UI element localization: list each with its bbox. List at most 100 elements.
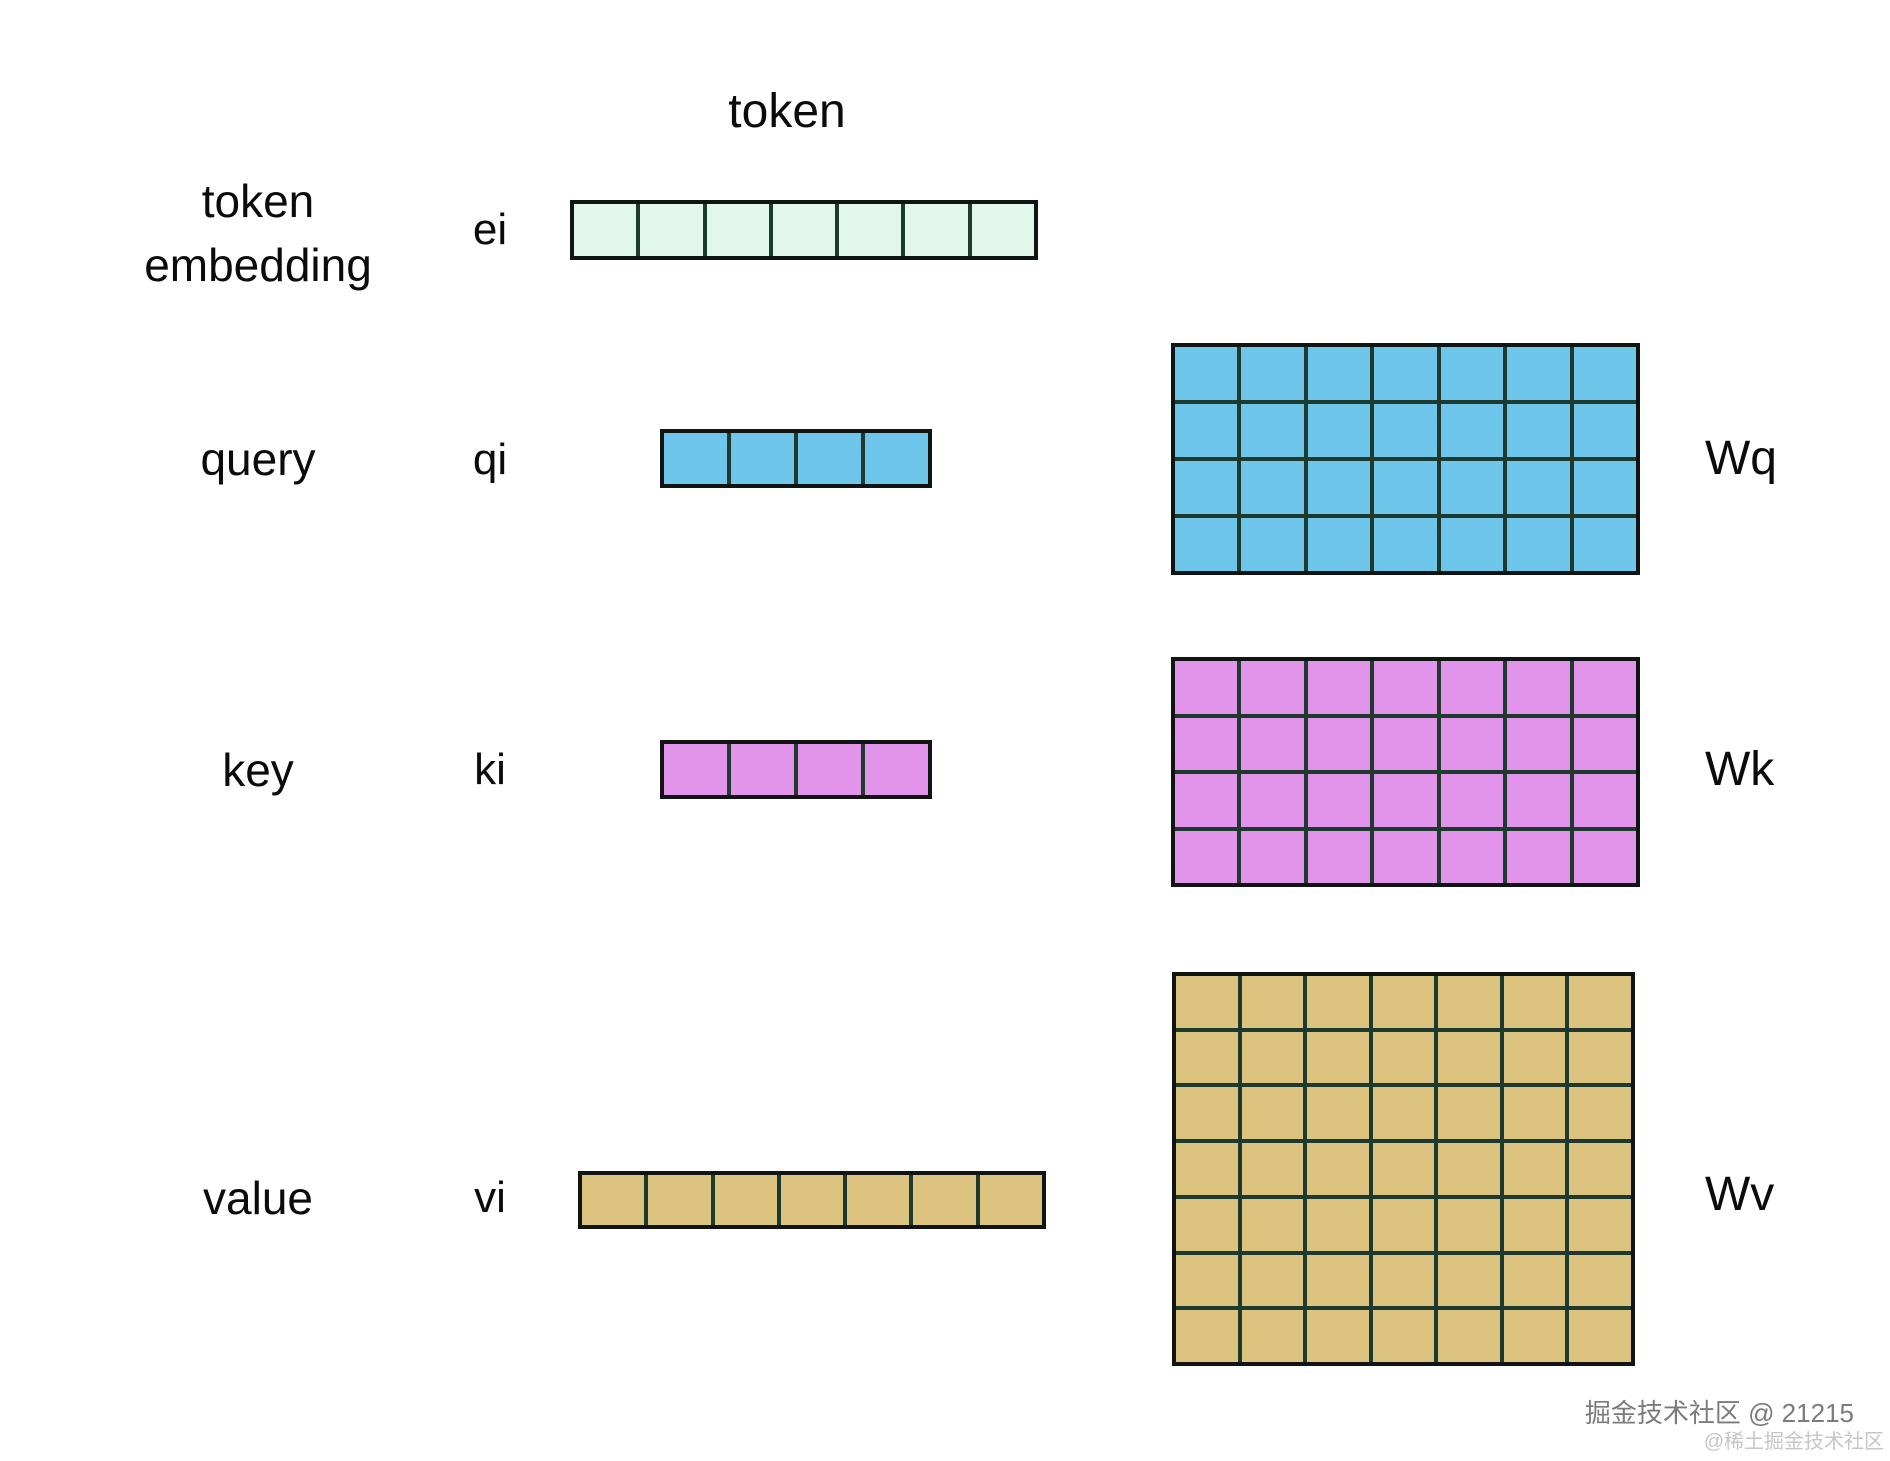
wq-matrix-cell <box>1307 518 1371 571</box>
row-label-value: value <box>203 1172 313 1224</box>
wv-matrix-cell <box>1241 1143 1304 1195</box>
wk-matrix-cell <box>1507 774 1570 827</box>
wv-matrix-cell <box>1176 1310 1238 1362</box>
wv-matrix-cell <box>1241 1310 1304 1362</box>
wv-matrix-cell <box>1176 1031 1238 1084</box>
key-vector-cell <box>664 744 727 795</box>
wv-matrix-cell <box>1569 1143 1631 1195</box>
row-label-key: key <box>222 744 294 796</box>
wk-matrix-cell <box>1374 774 1437 827</box>
wv-matrix-cell <box>1503 1254 1566 1307</box>
wv-matrix-cell <box>1307 1031 1369 1084</box>
wk-matrix-cell <box>1307 717 1371 770</box>
wq-matrix-cell <box>1573 347 1636 400</box>
wv-matrix-cell <box>1438 1143 1500 1195</box>
row-label-token-embedding-line1: token <box>201 175 315 227</box>
wk-matrix-cell <box>1374 717 1437 770</box>
wv-matrix-cell <box>1503 1310 1566 1362</box>
wv-matrix-label: Wv <box>1705 1168 1775 1221</box>
wv-matrix-cell <box>1438 1031 1500 1084</box>
wv-matrix-cell <box>1569 1031 1631 1084</box>
wv-matrix-cell <box>1438 1254 1500 1307</box>
wq-matrix-cell <box>1440 347 1504 400</box>
wk-matrix-cell <box>1573 717 1636 770</box>
wv-matrix-cell <box>1241 1198 1304 1251</box>
value-vector-cell <box>780 1175 844 1225</box>
wv-matrix-cell <box>1503 976 1566 1028</box>
wq-matrix-cell <box>1175 461 1238 514</box>
wq-matrix-cell <box>1374 461 1437 514</box>
wq-matrix-cell <box>1374 404 1437 457</box>
wv-matrix-cell <box>1241 1087 1304 1140</box>
value-vector-cell <box>582 1175 645 1225</box>
token-column-title: token <box>728 85 846 138</box>
token-embedding-cell <box>772 204 836 256</box>
wv-matrix-cell <box>1241 1254 1304 1307</box>
wv-matrix-cell <box>1372 1087 1435 1140</box>
value-vector <box>578 1171 1046 1229</box>
wk-matrix-cell <box>1374 830 1437 883</box>
wv-matrix-cell <box>1438 1198 1500 1251</box>
wq-matrix-cell <box>1374 518 1437 571</box>
wq-matrix-cell <box>1307 347 1371 400</box>
key-vector-cell <box>865 744 928 795</box>
wv-matrix-cell <box>1569 1087 1631 1140</box>
wv-matrix-cell <box>1372 1031 1435 1084</box>
wk-matrix-cell <box>1440 717 1504 770</box>
wk-matrix-label: Wk <box>1705 743 1775 796</box>
wq-matrix-cell <box>1507 347 1570 400</box>
wv-matrix <box>1172 972 1635 1366</box>
wk-matrix-cell <box>1307 830 1371 883</box>
key-vector-cell <box>798 744 861 795</box>
wk-matrix-cell <box>1175 774 1238 827</box>
wq-matrix-cell <box>1507 518 1570 571</box>
wv-matrix-cell <box>1307 1087 1369 1140</box>
token-embedding-cell <box>905 204 968 256</box>
wk-matrix-cell <box>1374 661 1437 714</box>
wq-matrix-cell <box>1440 461 1504 514</box>
watermark-community-name: @稀土掘金技术社区 <box>1703 1431 1884 1453</box>
wk-matrix-cell <box>1573 661 1636 714</box>
wv-matrix-cell <box>1438 1310 1500 1362</box>
wk-matrix-cell <box>1241 830 1304 883</box>
wk-matrix-cell <box>1307 661 1371 714</box>
wq-matrix-cell <box>1573 404 1636 457</box>
symbol-vi: vi <box>474 1173 506 1222</box>
wk-matrix-cell <box>1241 774 1304 827</box>
wv-matrix-cell <box>1372 1254 1435 1307</box>
wq-matrix-cell <box>1307 404 1371 457</box>
token-embedding-vector <box>570 200 1038 260</box>
wv-matrix-cell <box>1176 976 1238 1028</box>
wq-matrix-label: Wq <box>1705 432 1777 485</box>
wv-matrix-cell <box>1307 1198 1369 1251</box>
watermark-community-id: 掘金技术社区 @ 21215 <box>1584 1398 1854 1428</box>
wk-matrix-cell <box>1507 830 1570 883</box>
wk-matrix-cell <box>1440 661 1504 714</box>
wk-matrix-cell <box>1175 830 1238 883</box>
symbol-qi: qi <box>472 435 508 484</box>
symbol-ei: ei <box>472 205 508 254</box>
wv-matrix-cell <box>1503 1031 1566 1084</box>
wq-matrix-cell <box>1507 404 1570 457</box>
wq-matrix-cell <box>1573 518 1636 571</box>
wv-matrix-cell <box>1503 1198 1566 1251</box>
wq-matrix-cell <box>1507 461 1570 514</box>
wv-matrix-cell <box>1307 976 1369 1028</box>
value-vector-cell <box>913 1175 976 1225</box>
wk-matrix-cell <box>1307 774 1371 827</box>
wq-matrix-cell <box>1307 461 1371 514</box>
wv-matrix-cell <box>1241 976 1304 1028</box>
query-vector-cell <box>865 433 928 484</box>
query-vector-cell <box>664 433 727 484</box>
wk-matrix-cell <box>1507 661 1570 714</box>
wv-matrix-cell <box>1569 1310 1631 1362</box>
wk-matrix-cell <box>1241 661 1304 714</box>
value-vector-cell <box>648 1175 711 1225</box>
wq-matrix-cell <box>1241 518 1304 571</box>
wv-matrix-cell <box>1307 1254 1369 1307</box>
wq-matrix <box>1171 343 1640 575</box>
wv-matrix-cell <box>1307 1143 1369 1195</box>
query-vector-cell <box>731 433 794 484</box>
wv-matrix-cell <box>1241 1031 1304 1084</box>
wq-matrix-cell <box>1175 404 1238 457</box>
